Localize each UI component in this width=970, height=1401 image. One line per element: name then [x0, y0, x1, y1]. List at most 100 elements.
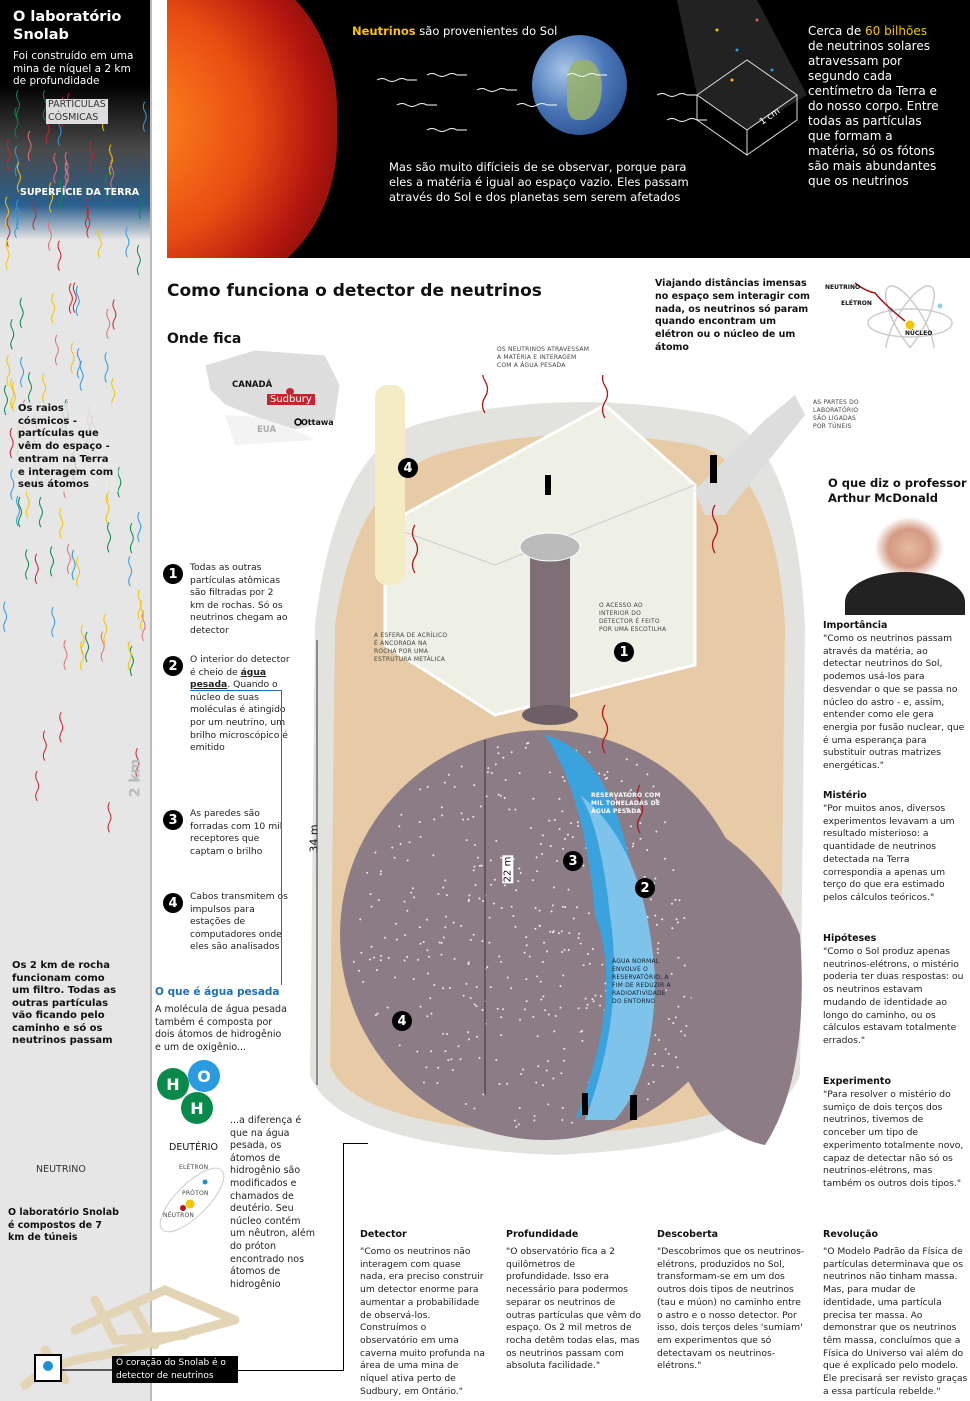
sphere-anchor-label: A ESFERA DE ACRÍLICO É ANCORADA NA ROCHA…	[374, 632, 448, 663]
page-title: Como funciona o detector de neutrinos	[167, 281, 542, 301]
cosmic-ray-arrow	[138, 188, 143, 220]
step-text: Todas as outras partículas atômicas são …	[190, 562, 288, 636]
deuterium-electron: ELÉTRON	[179, 1164, 209, 1171]
cosmic-ray-arrow	[139, 600, 144, 631]
heavy-water-title: O que é água pesada	[155, 986, 280, 998]
step-text: O interior do detector é cheio de água p…	[190, 654, 290, 755]
cosmic-ray-arrow	[104, 174, 109, 205]
cosmic-ray-arrow	[10, 318, 15, 350]
cosmic-ray-arrow	[5, 196, 10, 227]
cosmic-ray-arrow	[59, 179, 64, 210]
cosmic-ray-arrow	[17, 496, 22, 528]
cosmic-ray-arrow	[38, 496, 43, 528]
hydrogen-atom-1: H	[157, 1068, 189, 1100]
hard-to-observe-text: Mas são muito difícieis de se observar, …	[389, 160, 689, 204]
atom-neutrino-label: NEUTRINO	[825, 284, 861, 291]
cosmic-ray-arrow	[86, 207, 91, 238]
cosmic-ray-arrow	[16, 162, 21, 193]
step-text: Cabos transmitem os impulsos para estaçõ…	[190, 891, 288, 953]
cosmic-ray-arrow	[142, 101, 147, 132]
step-text-pre: O interior do detector é cheio de	[190, 654, 290, 678]
top-banner: 1 cm	[167, 0, 970, 258]
cosmic-ray-arrow	[57, 240, 62, 272]
professor-photo	[835, 512, 970, 615]
neutrino-wave-arrows	[376, 73, 707, 132]
tunnels-label: AS PARTES DO LABORATÓRIO SÃO LIGADAS POR…	[813, 399, 859, 430]
cosmic-ray-arrow	[108, 144, 113, 175]
cosmic-ray-arrow	[35, 770, 40, 802]
cosmic-ray-arrow	[47, 220, 52, 251]
quote-detector: Detector"Como os neutrinos não interagem…	[360, 1229, 485, 1397]
quote-misterio: Mistério"Por muitos anos, diversos exper…	[823, 790, 955, 903]
quote-descoberta: Descoberta"Descobrimos que os neutrinos-…	[657, 1229, 805, 1372]
cosmic-ray-arrow	[97, 227, 102, 259]
atom-electron-label: ELÉTRON	[841, 300, 872, 307]
cosmic-ray-arrow	[107, 802, 112, 833]
neutrinos-highlight: Neutrinos	[352, 24, 416, 38]
marker-4-top: 4	[398, 458, 418, 478]
cosmic-ray-arrow	[9, 427, 14, 459]
cosmic-rays-text: Os raios cósmicos - partículas que vêm d…	[18, 403, 118, 492]
cosmic-ray-arrow	[14, 207, 19, 239]
cosmic-ray-arrow	[64, 151, 69, 183]
cosmic-ray-arrow	[70, 343, 75, 374]
cosmic-ray-arrow	[59, 507, 64, 539]
heavy-water-text: A molécula de água pesada também é compo…	[155, 1004, 287, 1053]
cosmic-ray-arrow	[32, 199, 37, 231]
deuterium-atom	[159, 1167, 225, 1233]
tunnel-map	[20, 1285, 240, 1390]
cosmic-ray-arrow	[129, 522, 134, 554]
marker-1: 1	[614, 642, 634, 662]
neutrino-label: NEUTRINO	[36, 1164, 86, 1175]
cosmic-ray-arrow	[11, 381, 16, 412]
map-city-sudbury: Sudbury	[267, 394, 315, 405]
step-number: 2	[163, 656, 183, 676]
cosmic-ray-arrow	[42, 372, 47, 404]
cosmic-particles-label: PARTÍCULAS CÓSMICAS	[46, 99, 108, 124]
quote-experimento: Experimento"Para resolver o mistério do …	[823, 1076, 964, 1189]
left-column	[0, 0, 150, 1401]
cosmic-ray-arrow	[10, 378, 15, 409]
detector-illustration	[310, 375, 805, 1156]
height-22m: 22 m	[502, 855, 514, 884]
cosmic-ray-arrow	[54, 334, 59, 366]
depth-label: 2 km	[127, 758, 144, 798]
cosmic-ray-arrow	[141, 610, 146, 642]
cosmic-ray-arrow	[51, 293, 56, 324]
surface-label: SUPERFÍCIE DA TERRA	[20, 187, 140, 198]
bottom-frame-line-left	[238, 1370, 344, 1371]
deuterium-label: DEUTÉRIO	[169, 1142, 218, 1153]
cosmic-ray-arrow	[34, 553, 39, 585]
cosmic-ray-arrow	[137, 511, 142, 543]
marker-2: 2	[635, 878, 655, 898]
oxygen-atom: O	[188, 1060, 220, 1092]
deuterium-proton: PRÓTON	[182, 1190, 209, 1197]
cosmic-ray-arrow	[6, 216, 11, 247]
step-number: 3	[163, 810, 183, 830]
cosmic-ray-arrow	[112, 299, 117, 330]
cosmic-ray-arrow	[84, 197, 89, 229]
quote-importance: Importância"Como os neutrinos passam atr…	[823, 620, 965, 772]
cosmic-ray-arrow	[128, 555, 133, 587]
marker-4-bottom: 4	[392, 1011, 412, 1031]
cosmic-ray-arrow	[19, 297, 24, 329]
atom-nucleus-label: NÚCLEO	[905, 330, 933, 337]
cosmic-ray-arrow	[53, 153, 58, 184]
cosmic-ray-arrow	[64, 160, 69, 191]
cosmic-ray-arrow	[16, 199, 21, 230]
sun-caption: Neutrinos são provenientes do Sol	[352, 24, 557, 38]
quote-revolucao: Revolução"O Modelo Padrão da Física de p…	[823, 1229, 968, 1397]
bottom-frame-line	[343, 1143, 344, 1371]
height-34m: 34 m	[307, 824, 321, 853]
cosmic-ray-arrow	[110, 158, 115, 189]
location-map	[204, 349, 341, 445]
step-number: 4	[163, 893, 183, 913]
cosmic-ray-arrow	[25, 487, 30, 518]
atom-illustration	[854, 282, 953, 348]
heavy-water-connector	[190, 690, 282, 985]
filter-text: Os 2 km de rocha funcionam como um filtr…	[12, 960, 122, 1048]
cosmic-ray-arrow	[107, 522, 112, 553]
hydrogen-atom-2: H	[181, 1092, 213, 1124]
cosmic-ray-arrow	[129, 645, 134, 677]
